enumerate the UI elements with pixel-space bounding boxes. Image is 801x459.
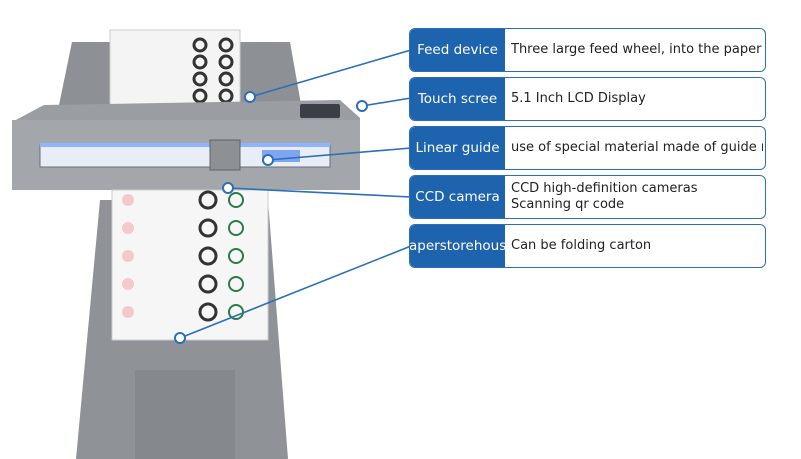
output-sheet (111, 189, 269, 341)
label-line: paper (410, 237, 440, 254)
desc-line: Three large feed wheel, into the paper (511, 42, 762, 57)
callout-ccd-camera: CCD camera CCD high-definition cameras S… (409, 175, 766, 219)
cutter-head (209, 139, 241, 171)
desc-line: 5.1 Inch LCD Display (511, 91, 646, 106)
callout-description: Three large feed wheel, into the paper (511, 29, 763, 71)
desc-line: Scanning qr code (511, 197, 625, 212)
desc-line: CCD high-definition cameras (511, 181, 698, 196)
callout-linear-guide: Linear guide use of special material mad… (409, 126, 766, 170)
touch-panel (300, 104, 340, 118)
callout-feed-device: Feed device Three large feed wheel, into… (409, 28, 766, 72)
tray-recess (135, 370, 235, 459)
guide-light (262, 150, 300, 162)
callout-touch-screen: Touch scree 5.1 Inch LCD Display (409, 77, 766, 121)
callout-description: use of special material made of guide ra… (511, 127, 763, 169)
callout-description: Can be folding carton (511, 225, 763, 267)
callout-label: paper storehouse (410, 225, 505, 267)
callout-label: Linear guide (410, 127, 505, 169)
callout-label: Touch scree (410, 78, 505, 120)
callout-description: CCD high-definition cameras Scanning qr … (511, 176, 763, 218)
callout-paper-storehouse: paper storehouse Can be folding carton (409, 224, 766, 268)
callout-label: Feed device (410, 29, 505, 71)
desc-line: use of special material made of guide ra… (511, 140, 763, 155)
desc-line: Can be folding carton (511, 238, 652, 253)
slot-light (40, 143, 330, 147)
callout-description: 5.1 Inch LCD Display (511, 78, 763, 120)
output-sheet-stickers-pink (122, 194, 134, 318)
callout-label: CCD camera (410, 176, 505, 218)
label-line: storehouse (439, 237, 505, 254)
